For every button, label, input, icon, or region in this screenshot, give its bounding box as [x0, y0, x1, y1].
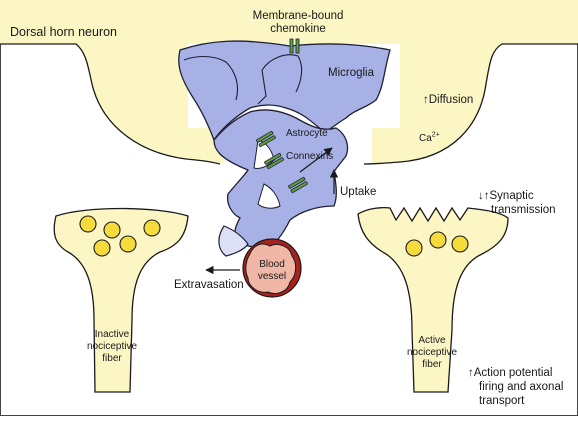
synaptic-arrows: ↓↑	[478, 190, 490, 202]
inactive-fiber	[53, 207, 189, 393]
chemokine-marker	[289, 38, 300, 54]
blood-vessel-label-line1: Blood	[259, 259, 285, 270]
chemokine-label-line2: chemokine	[270, 23, 326, 35]
blood-vessel	[242, 238, 302, 298]
blood-vessel-label-line2: vessel	[257, 271, 287, 282]
diffusion-text: Diffusion	[428, 94, 474, 106]
astrocyte-label: Astrocyte	[286, 128, 328, 139]
action-potential-label-line2: firing and axonal	[479, 381, 564, 393]
dorsal-horn-neuron-outline	[0, 43, 221, 165]
active-fiber	[357, 206, 509, 393]
chemokine-label-line1: Membrane-bound	[252, 10, 344, 22]
microglia-label: Microglia	[328, 67, 375, 79]
inactive-fiber-label-line3: fiber	[102, 353, 122, 364]
dorsal-horn-neuron	[0, 0, 578, 164]
connexins-arrow	[299, 147, 333, 173]
vesicle	[429, 231, 447, 249]
diffusion-label: ↑Diffusion	[423, 94, 473, 107]
microglia-notch	[257, 69, 267, 105]
action-potential-label-line3: transport	[479, 395, 525, 407]
astrocyte-cell	[213, 109, 349, 251]
vesicle	[103, 221, 121, 239]
synaptic-label: ↓↑Synaptic	[478, 190, 534, 203]
transmission-label: transmission	[491, 204, 556, 216]
inactive-fiber-label-line1: Inactive	[94, 329, 130, 340]
dorsal-horn-neuron-label: Dorsal horn neuron	[10, 25, 118, 39]
inactive-fiber-label-line2: nociceptive	[86, 341, 138, 352]
microglia-fold	[183, 55, 239, 101]
synaptic-text: Synaptic	[489, 190, 534, 202]
calcium-charge: 2+	[431, 131, 440, 139]
connexin	[264, 153, 284, 169]
astrocyte-process-gap	[257, 183, 281, 209]
vesicle	[119, 235, 137, 253]
calcium-symbol: Ca	[419, 133, 432, 144]
action-potential-label-line1: ↑Action potential	[468, 367, 552, 380]
uptake-label: Uptake	[340, 186, 377, 198]
vesicle	[79, 215, 97, 233]
active-fiber-label-line3: fiber	[422, 359, 442, 370]
vesicle	[405, 239, 423, 257]
calcium-label: Ca2+	[419, 131, 440, 144]
active-fiber-label-line2: nociceptive	[406, 347, 458, 358]
diffusion-up-arrow: ↑	[423, 94, 429, 106]
astrocyte-endfoot	[218, 225, 249, 257]
vesicle	[143, 219, 161, 237]
microglia-fold	[261, 54, 303, 93]
vesicle	[93, 239, 111, 257]
vesicle	[451, 235, 469, 253]
dorsal-horn-neuron-outline-right	[363, 43, 578, 165]
extravasation-label: Extravasation	[174, 279, 244, 291]
connexins-label: Connexins	[286, 151, 334, 162]
action-potential-up-arrow: ↑	[468, 367, 474, 379]
active-fiber-label-line1: Active	[418, 335, 446, 346]
connexin	[256, 131, 276, 147]
connexin	[288, 177, 308, 193]
action-potential-text: Action potential	[473, 367, 553, 379]
